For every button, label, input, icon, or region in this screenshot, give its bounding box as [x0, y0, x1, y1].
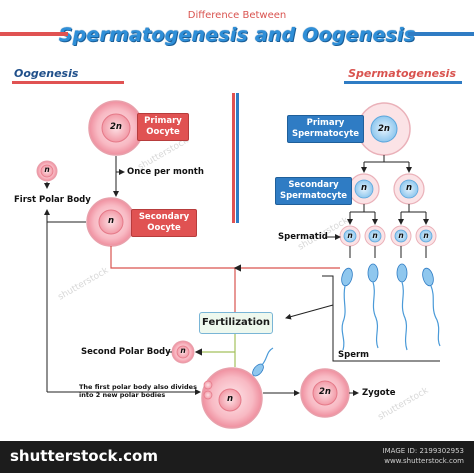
primary-spermatocyte-label: Primary Spermatocyte — [287, 115, 364, 143]
sperm-1 — [341, 267, 353, 351]
footer-logo: shutterstock.com — [10, 447, 158, 465]
sperm-entering-egg — [252, 347, 274, 377]
secondary-spermatocyte-cell-2 — [393, 173, 425, 205]
first-polar-body-cell — [36, 160, 58, 182]
primary-oocyte-label: Primary Oocyte — [137, 113, 189, 141]
sperm-2 — [367, 263, 379, 349]
secondary-spermatocyte-label: Secondary Spermatocyte — [275, 177, 352, 205]
watermark: shutterstock — [57, 265, 111, 302]
fertilization-box: Fertilization — [199, 312, 273, 334]
footer-site: www.shutterstock.com — [384, 457, 464, 465]
secondary-oocyte-ploidy: n — [107, 216, 115, 226]
spermatid-cell-4 — [415, 225, 437, 247]
primary-spermatocyte-ploidy: 2n — [378, 124, 390, 134]
secondary-oocyte-label: Secondary Oocyte — [131, 209, 197, 237]
spermatogenesis-underline — [344, 81, 462, 84]
spermatid-ploidy-2: n — [372, 231, 378, 240]
subtitle: Difference Between — [187, 10, 287, 21]
second-polar-body-cell — [171, 340, 195, 364]
primary-spermatocyte-cell — [357, 102, 411, 156]
diagram-canvas: shutterstock shutterstock shutterstock s… — [0, 32, 474, 429]
second-polar-body-label: Second Polar Body — [81, 347, 171, 357]
secondary-spermatocyte-ploidy-1: n — [360, 183, 368, 193]
spermatogenesis-tree — [325, 155, 429, 258]
zygote-label: Zygote — [362, 388, 396, 398]
sperm-3 — [396, 263, 408, 351]
page-title: Spermatogenesis and Oogenesis — [58, 24, 416, 46]
fertilized-egg-cell — [201, 367, 263, 429]
spermatid-cell-1 — [339, 225, 361, 247]
arrow-sperm-to-fertilization — [285, 304, 334, 320]
first-polar-note: The first polar body also divides into 2… — [79, 383, 197, 399]
secondary-spermatocyte-ploidy-2: n — [405, 183, 413, 193]
primary-oocyte-ploidy: 2n — [110, 122, 122, 132]
zygote-ploidy: 2n — [319, 387, 331, 397]
sperm-4 — [422, 267, 441, 347]
title-bar-right-blue — [408, 32, 474, 36]
spermatogenesis-header: Spermatogenesis — [348, 67, 456, 80]
divider-red — [232, 93, 235, 223]
sperm-bracket-line — [322, 275, 440, 362]
first-polar-body-label: First Polar Body — [14, 195, 91, 205]
spermatid-ploidy-4: n — [423, 231, 429, 240]
footer-bar — [0, 441, 474, 473]
sperm-label: Sperm — [338, 350, 370, 360]
spermatid-cell-2 — [364, 225, 386, 247]
oogenesis-header: Oogenesis — [14, 67, 79, 80]
secondary-spermatocyte-cell-1 — [348, 173, 380, 205]
divider-blue — [236, 93, 239, 223]
second-polar-ploidy: n — [180, 346, 186, 355]
spermatid-ploidy-1: n — [347, 231, 353, 240]
path-oocyte-to-fertilization — [110, 246, 236, 312]
first-polar-ploidy: n — [44, 165, 50, 174]
spermatid-ploidy-3: n — [398, 231, 404, 240]
footer-id: IMAGE ID: 2199302953 www.shutterstock.co… — [383, 446, 464, 466]
once-per-month-label: Once per month — [127, 167, 204, 177]
oogenesis-underline — [12, 81, 124, 84]
title-bar-left-red — [0, 32, 68, 36]
spermatid-label: Spermatid — [278, 232, 328, 242]
spermatid-cell-3 — [390, 225, 412, 247]
egg-ploidy: n — [226, 394, 234, 404]
zygote-cell — [300, 368, 350, 418]
image-id: IMAGE ID: 2199302953 — [382, 447, 464, 455]
